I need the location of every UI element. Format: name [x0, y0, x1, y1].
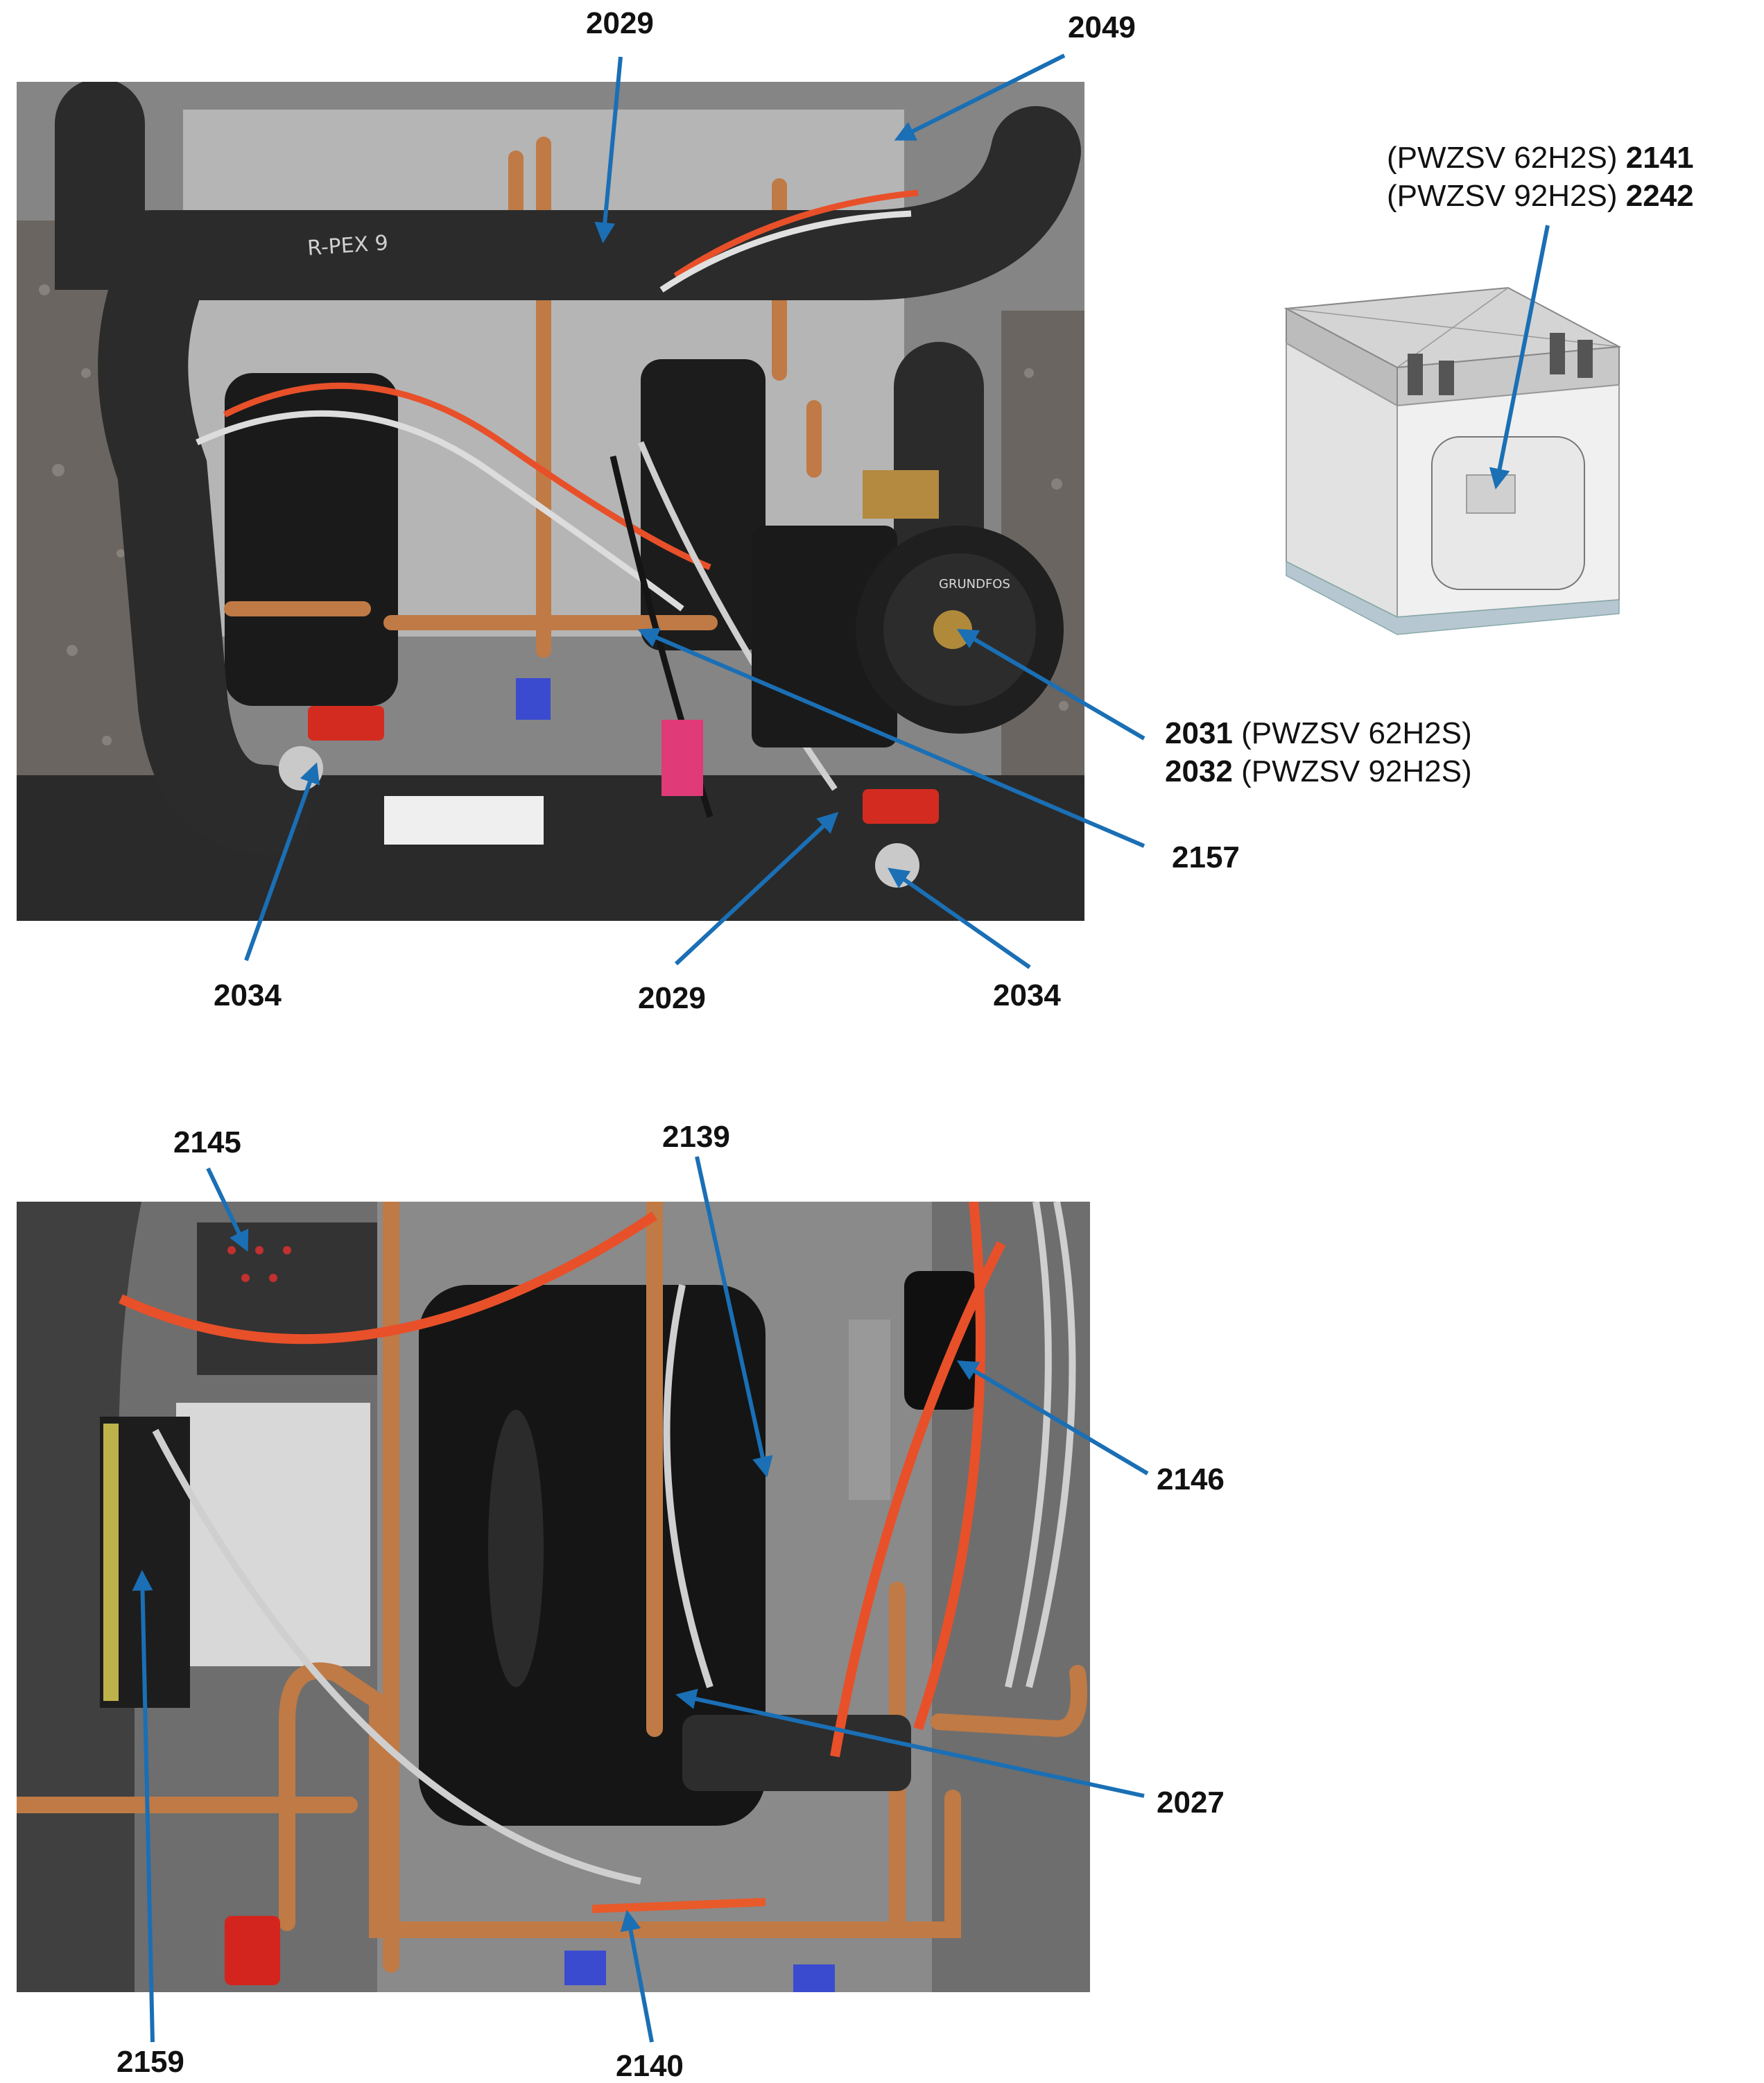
label-2049: 2049: [1068, 10, 1136, 44]
label-2031-model: (PWZSV 62H2S): [1241, 716, 1472, 750]
label-2032-line: 2032 (PWZSV 92H2S): [1165, 752, 1472, 790]
top-photo-heat-pump-interior: GRUNDFOS R-PEX 9: [17, 82, 1084, 921]
label-2157: 2157: [1172, 840, 1240, 874]
label-2242: 2242: [1625, 179, 1694, 213]
label-2141: 2141: [1625, 141, 1694, 175]
label-2032-model: (PWZSV 92H2S): [1241, 754, 1472, 788]
heat-pump-unit-drawing: [1259, 257, 1640, 655]
label-2146: 2146: [1157, 1462, 1225, 1496]
label-2140: 2140: [616, 2049, 684, 2083]
label-unit-parts: (PWZSV 62H2S) 2141 (PWZSV 92H2S) 2242: [1387, 139, 1694, 215]
label-2139: 2139: [662, 1120, 730, 1154]
label-2242-model: (PWZSV 92H2S): [1387, 179, 1618, 213]
pipe-print-text: R-PEX 9: [306, 231, 389, 261]
bottom-photo-compressor-area: [17, 1202, 1090, 1992]
label-2034-left: 2034: [214, 978, 282, 1012]
label-2034-right: 2034: [993, 978, 1061, 1012]
label-2031: 2031: [1165, 716, 1233, 750]
label-2141-line: (PWZSV 62H2S) 2141: [1387, 139, 1694, 177]
label-2032: 2032: [1165, 754, 1233, 788]
label-2027: 2027: [1157, 1786, 1225, 1820]
label-2031-2032: 2031 (PWZSV 62H2S) 2032 (PWZSV 92H2S): [1165, 714, 1472, 790]
label-2029-bottom: 2029: [638, 981, 706, 1015]
label-2141-model: (PWZSV 62H2S): [1387, 141, 1618, 175]
label-2145: 2145: [173, 1125, 241, 1159]
pump-brand-text: GRUNDFOS: [939, 577, 1010, 591]
label-2159: 2159: [116, 2045, 184, 2079]
label-2029-top: 2029: [586, 6, 654, 40]
label-2031-line: 2031 (PWZSV 62H2S): [1165, 714, 1472, 752]
label-2242-line: (PWZSV 92H2S) 2242: [1387, 177, 1694, 215]
